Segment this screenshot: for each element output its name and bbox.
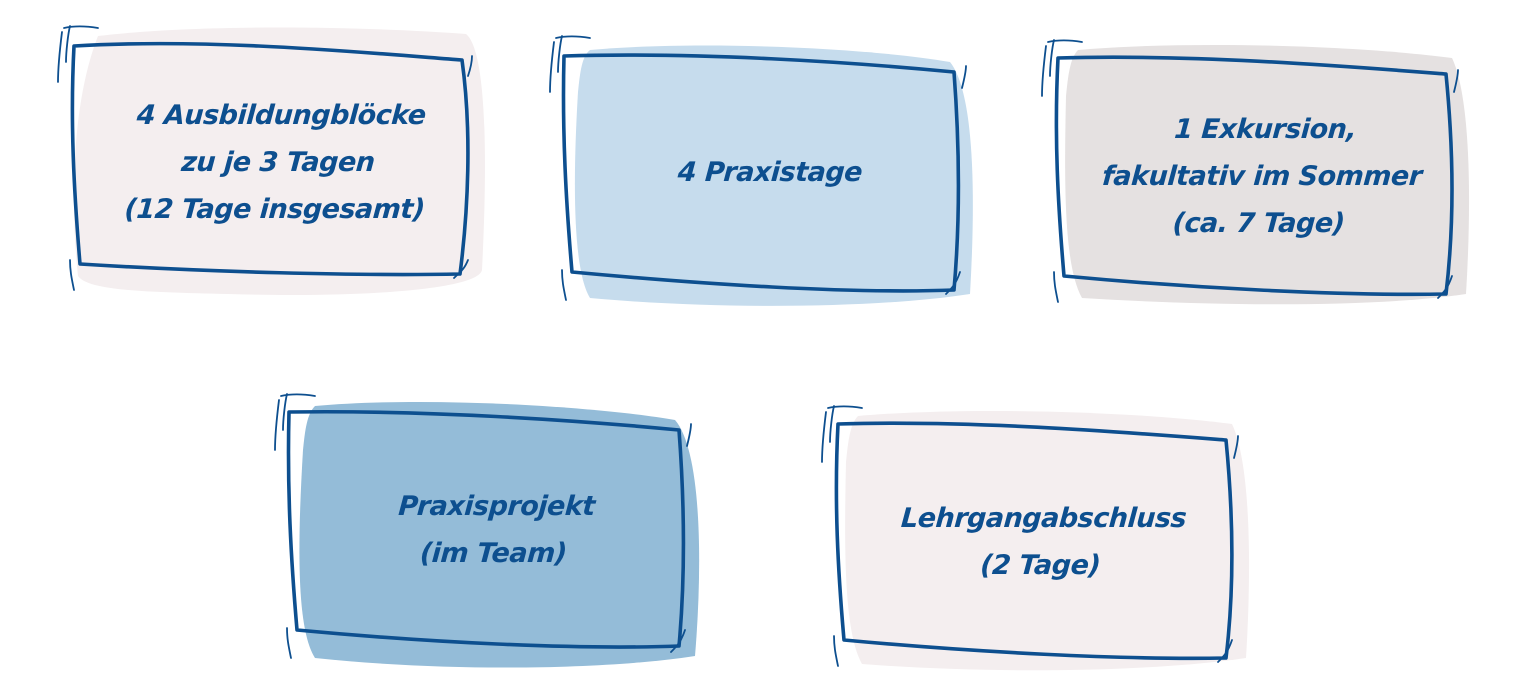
- card-frame: [1041, 39, 1470, 305]
- card-label: 4 Praxistage: [583, 72, 957, 272]
- card-label: Lehrgangabschluss (2 Tage): [855, 442, 1229, 642]
- card-frame: [57, 25, 485, 295]
- card-line: (ca. 7 Tage): [1171, 207, 1346, 239]
- card-label: 4 Ausbildungblöcke zu je 3 Tagen (12 Tag…: [91, 62, 465, 262]
- card-label: Praxisprojekt (im Team): [308, 430, 682, 630]
- card-exkursion: 1 Exkursion, fakultativ im Sommer (ca. 7…: [1041, 36, 1472, 316]
- card-frame: [274, 393, 700, 668]
- card-praxisprojekt: Praxisprojekt (im Team): [274, 390, 705, 670]
- card-line: Lehrgangabschluss: [899, 503, 1188, 534]
- card-line: 4 Praxistage: [676, 156, 864, 188]
- card-line: fakultativ im Sommer: [1101, 160, 1423, 192]
- card-frame: [549, 35, 973, 306]
- card-line: (2 Tage): [979, 550, 1102, 581]
- card-line: (12 Tage insgesamt): [123, 193, 426, 225]
- card-label: 1 Exkursion, fakultativ im Sommer (ca. 7…: [1075, 76, 1449, 276]
- card-frame: [821, 405, 1250, 671]
- card-ausbildungsbloecke: 4 Ausbildungblöcke zu je 3 Tagen (12 Tag…: [57, 22, 488, 302]
- card-line: 1 Exkursion,: [1173, 113, 1358, 145]
- card-line: zu je 3 Tagen: [180, 146, 376, 178]
- card-line: (im Team): [418, 538, 568, 569]
- card-lehrgangabschluss: Lehrgangabschluss (2 Tage): [821, 402, 1252, 682]
- card-praxistage: 4 Praxistage: [549, 32, 980, 312]
- card-line: 4 Ausbildungblöcke: [135, 99, 427, 131]
- card-line: Praxisprojekt: [397, 491, 596, 522]
